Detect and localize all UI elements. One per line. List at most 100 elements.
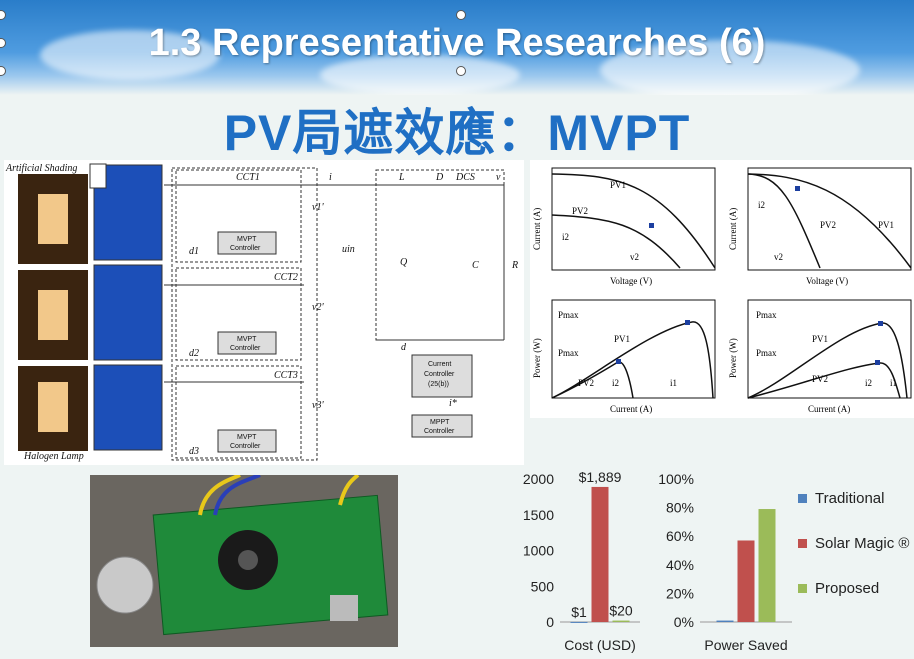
diode-label: D [435, 172, 444, 183]
chart1-tick-label: 0 [546, 614, 554, 630]
pi1-pmax1-label: Pmax [558, 310, 579, 320]
iv2-v2-label: v2 [774, 252, 783, 262]
chart2-bar-1 [737, 540, 755, 622]
current-controller-line2: Controller [424, 371, 455, 378]
mvpt-controller-1-sub: Controller [230, 245, 261, 252]
circuit-svg: Artificial Shading Halogen Lamp [5, 163, 518, 462]
coin-image [96, 556, 154, 614]
chart-legend: Traditional Solar Magic ® Proposed [798, 490, 909, 625]
chart1-bar-2 [612, 620, 630, 622]
duty-label: d [401, 342, 407, 353]
cct1-label: CCT1 [236, 172, 260, 183]
chart1-data-label-2: $20 [609, 603, 633, 619]
pi2-pv2-label: PV2 [812, 374, 828, 384]
resize-handle-t[interactable] [456, 10, 466, 20]
inductor-label: L [398, 172, 405, 183]
d2-label: d2 [189, 348, 199, 359]
uin-label: uin [342, 244, 355, 255]
lamp-photos [18, 174, 88, 451]
pi2-pv1-label: PV1 [812, 334, 828, 344]
current-label: i [329, 172, 332, 183]
iv-pi-svg: PV1 PV2 PV1 PV2 i2 v2 i2 v2 Voltage (V) … [532, 167, 912, 414]
chart2-tick-label: 80% [666, 500, 694, 516]
current-controller-line3: (25(b)) [428, 381, 449, 388]
pi1-pv2-label: PV2 [578, 378, 594, 388]
chart2-tick-label: 100% [658, 471, 694, 487]
mvpt-controller-2-text: MVPT [237, 336, 257, 343]
artificial-shading-label: Artificial Shading [5, 163, 77, 174]
mppt-controller-text: MPPT [430, 419, 450, 426]
chart1-data-label-1: $1,889 [579, 469, 622, 485]
mvpt-controller-2-sub: Controller [230, 345, 261, 352]
chart2-bar-0 [716, 620, 734, 622]
resize-handle-tl[interactable] [0, 10, 6, 20]
chart1-data-label-0: $1 [571, 604, 587, 620]
cct3-label: CCT3 [274, 370, 298, 381]
legend-item-solar-magic: Solar Magic ® [798, 535, 909, 552]
resize-handle-bl[interactable] [0, 66, 6, 76]
pi1-ylabel: Power (W) [532, 338, 542, 378]
capacitor-label: C [472, 260, 479, 271]
current-controller-line1: Current [428, 361, 451, 368]
chart2-tick-label: 20% [666, 585, 694, 601]
mvpt-controller-2 [217, 331, 277, 355]
pi1-i1-label: i1 [670, 378, 677, 388]
chart1-xlabel: Cost (USD) [564, 637, 636, 653]
pi1-xlabel: Current (A) [610, 404, 652, 414]
circuit-diagram: Artificial Shading Halogen Lamp [4, 160, 524, 465]
legend-swatch-proposed [798, 584, 807, 593]
usb-connector [330, 595, 358, 621]
current-controller [411, 354, 473, 398]
legend-item-traditional: Traditional [798, 490, 909, 507]
chart2-tick-label: 0% [674, 614, 694, 630]
iv1-xlabel: Voltage (V) [610, 276, 652, 286]
iv1-v2-label: v2 [630, 252, 639, 262]
chart1-bar-0 [570, 621, 588, 623]
chart1-tick-label: 2000 [523, 471, 554, 487]
mppt-controller [411, 414, 473, 438]
chart1-tick-label: 1000 [523, 543, 554, 559]
pi2-pmax1-label: Pmax [756, 310, 777, 320]
istar-label: i* [449, 398, 457, 409]
iv1-pv2-label: PV2 [572, 206, 588, 216]
chart1-tick-label: 500 [531, 578, 555, 594]
switch-label: Q [400, 257, 408, 268]
iv1-i2-label: i2 [562, 232, 569, 242]
cct2-label: CCT2 [274, 272, 298, 283]
mppt-controller-sub: Controller [424, 428, 455, 435]
legend-swatch-traditional [798, 494, 807, 503]
pi1-pmax2-label: Pmax [558, 348, 579, 358]
chart2-tick-label: 40% [666, 557, 694, 573]
pi2-i1-label: i1 [890, 378, 897, 388]
slide-title: PV局遮效應：MVPT [223, 105, 691, 161]
slide-subtitle[interactable]: 1.3 Representative Researches (6) [148, 22, 766, 64]
chart2-xlabel: Power Saved [704, 637, 787, 653]
pi2-pmax2-label: Pmax [756, 348, 777, 358]
resize-handle-b[interactable] [456, 66, 466, 76]
chart1-bar-1 [591, 486, 609, 622]
mvpt-controller-3-sub: Controller [230, 443, 261, 450]
legend-swatch-solar-magic [798, 539, 807, 548]
iv1-ylabel: Current (A) [532, 208, 542, 250]
mvpt-controller-1-text: MVPT [237, 236, 257, 243]
v3-label: v3' [312, 400, 324, 411]
iv2-ylabel: Current (A) [728, 208, 738, 250]
pi2-ylabel: Power (W) [728, 338, 738, 378]
mvpt-controller-3 [217, 429, 277, 453]
legend-item-proposed: Proposed [798, 580, 909, 597]
pcb-photo [90, 473, 398, 647]
pi2-xlabel: Current (A) [808, 404, 850, 414]
iv-pi-plots: PV1 PV2 PV1 PV2 i2 v2 i2 v2 Voltage (V) … [530, 160, 914, 418]
resize-handle-l[interactable] [0, 38, 6, 48]
d3-label: d3 [189, 446, 199, 457]
iv2-xlabel: Voltage (V) [806, 276, 848, 286]
chart1-tick-label: 1500 [523, 507, 554, 523]
pi1-pv1-label: PV1 [614, 334, 630, 344]
dcs-label: DCS [455, 172, 475, 183]
pi2-i2-label: i2 [865, 378, 872, 388]
iv1-pv1-label: PV1 [610, 180, 626, 190]
solar-panels [89, 163, 163, 451]
voltage-label: v [496, 172, 501, 183]
